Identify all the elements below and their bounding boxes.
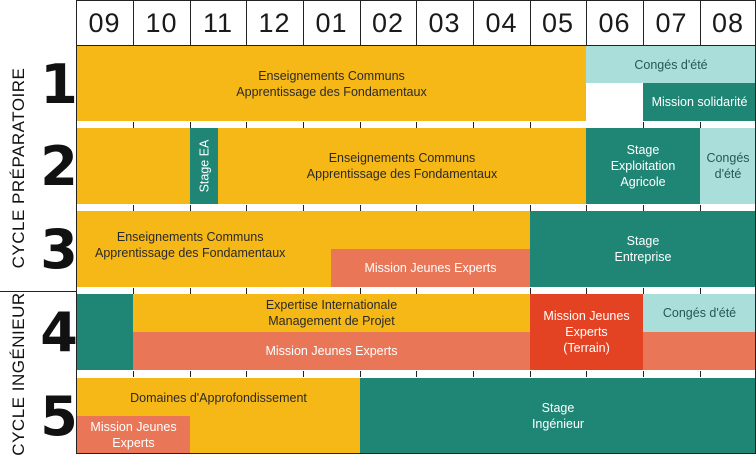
grid-line <box>190 0 191 46</box>
month-header: 12 <box>258 7 291 38</box>
activity-farm-internship: Stage Exploitation Agricole <box>586 128 700 204</box>
grid-line <box>303 0 304 46</box>
activity-stage-ea: Stage EA <box>190 128 218 204</box>
month-tick <box>700 122 701 128</box>
month-tick <box>473 122 474 128</box>
cycle-label-engineering: CYCLE INGÉNIEUR <box>9 292 28 456</box>
month-tick <box>530 205 531 211</box>
activity-common-courses: Enseignements Communs Apprentissage des … <box>77 46 586 121</box>
grid-line <box>586 0 587 46</box>
month-header: 06 <box>598 7 631 38</box>
month-tick <box>133 122 134 128</box>
year-number: 1 <box>40 52 78 116</box>
activity-specialization-domains: Domaines d'Approfondissement <box>77 378 360 453</box>
month-header: 01 <box>315 7 348 38</box>
month-tick <box>700 371 701 377</box>
month-tick <box>133 288 134 294</box>
activity-teal-block <box>77 294 133 370</box>
cycle-divider <box>0 291 76 292</box>
year-number: 4 <box>40 301 78 364</box>
month-tick <box>643 371 644 377</box>
grid-line <box>360 0 361 46</box>
month-tick <box>190 205 191 211</box>
month-header: 10 <box>145 7 178 38</box>
month-tick <box>246 371 247 377</box>
month-tick <box>246 205 247 211</box>
month-tick <box>360 371 361 377</box>
year-number: 5 <box>40 384 78 448</box>
month-header: 03 <box>428 7 461 38</box>
grid-border <box>76 0 756 454</box>
activity-summer-break: Congés d'été <box>643 294 756 332</box>
month-tick <box>530 288 531 294</box>
month-tick <box>643 122 644 128</box>
month-tick <box>190 288 191 294</box>
month-tick <box>416 205 417 211</box>
month-tick <box>416 288 417 294</box>
month-tick <box>643 288 644 294</box>
grid-line <box>246 0 247 46</box>
activity-young-experts-mission: Mission Jeunes Experts <box>331 249 530 287</box>
grid-line <box>530 0 531 46</box>
activity-engineer-internship: Stage Ingénieur <box>360 378 756 453</box>
month-tick <box>360 122 361 128</box>
month-header: 08 <box>711 7 745 38</box>
month-tick <box>416 122 417 128</box>
month-header: 05 <box>541 7 575 38</box>
month-tick <box>586 288 587 294</box>
activity-international-expertise: Expertise Internationale Management de P… <box>133 294 530 332</box>
month-header: 04 <box>485 7 518 38</box>
month-tick <box>190 122 191 128</box>
month-tick <box>303 205 304 211</box>
month-tick <box>530 371 531 377</box>
grid-line <box>643 0 644 46</box>
month-header: 07 <box>655 7 688 38</box>
month-tick <box>303 371 304 377</box>
month-tick <box>416 371 417 377</box>
month-tick <box>303 122 304 128</box>
activity-common-courses-start <box>77 128 190 204</box>
month-tick <box>700 288 701 294</box>
year-number: 2 <box>40 135 78 198</box>
month-tick <box>530 122 531 128</box>
month-tick <box>360 288 361 294</box>
activity-summer-break: Congés d'été <box>586 46 756 83</box>
month-tick <box>246 288 247 294</box>
activity-solidarity-mission: Mission solidarité <box>643 83 756 121</box>
activity-company-internship: Stage Entreprise <box>530 211 756 287</box>
grid-line <box>473 0 474 46</box>
month-header: 11 <box>202 7 234 38</box>
month-tick <box>473 288 474 294</box>
header-divider <box>76 45 756 46</box>
month-tick <box>586 205 587 211</box>
month-tick <box>473 205 474 211</box>
month-tick <box>303 288 304 294</box>
month-tick <box>360 205 361 211</box>
month-tick <box>586 371 587 377</box>
grid-line <box>133 0 134 46</box>
month-tick <box>473 371 474 377</box>
grid-line <box>700 0 701 46</box>
activity-young-experts-field: Mission Jeunes Experts (Terrain) <box>530 294 643 370</box>
grid-line <box>416 0 417 46</box>
activity-young-experts-mission: Mission Jeunes Experts <box>77 416 190 453</box>
month-header: 09 <box>88 7 121 38</box>
activity-summer-break: Congés d'été <box>700 128 756 204</box>
month-tick <box>190 371 191 377</box>
month-tick <box>643 205 644 211</box>
month-tick <box>700 205 701 211</box>
month-header: 02 <box>371 7 405 38</box>
year-number: 3 <box>40 218 78 281</box>
activity-young-experts-mission: Mission Jeunes Experts <box>133 332 530 370</box>
cycle-label-preparatory: CYCLE PRÉPARATOIRE <box>9 67 28 269</box>
month-tick <box>246 122 247 128</box>
month-tick <box>133 205 134 211</box>
activity-common-courses: Enseignements Communs Apprentissage des … <box>218 128 586 204</box>
month-tick <box>133 371 134 377</box>
activity-coral-block <box>643 332 756 370</box>
